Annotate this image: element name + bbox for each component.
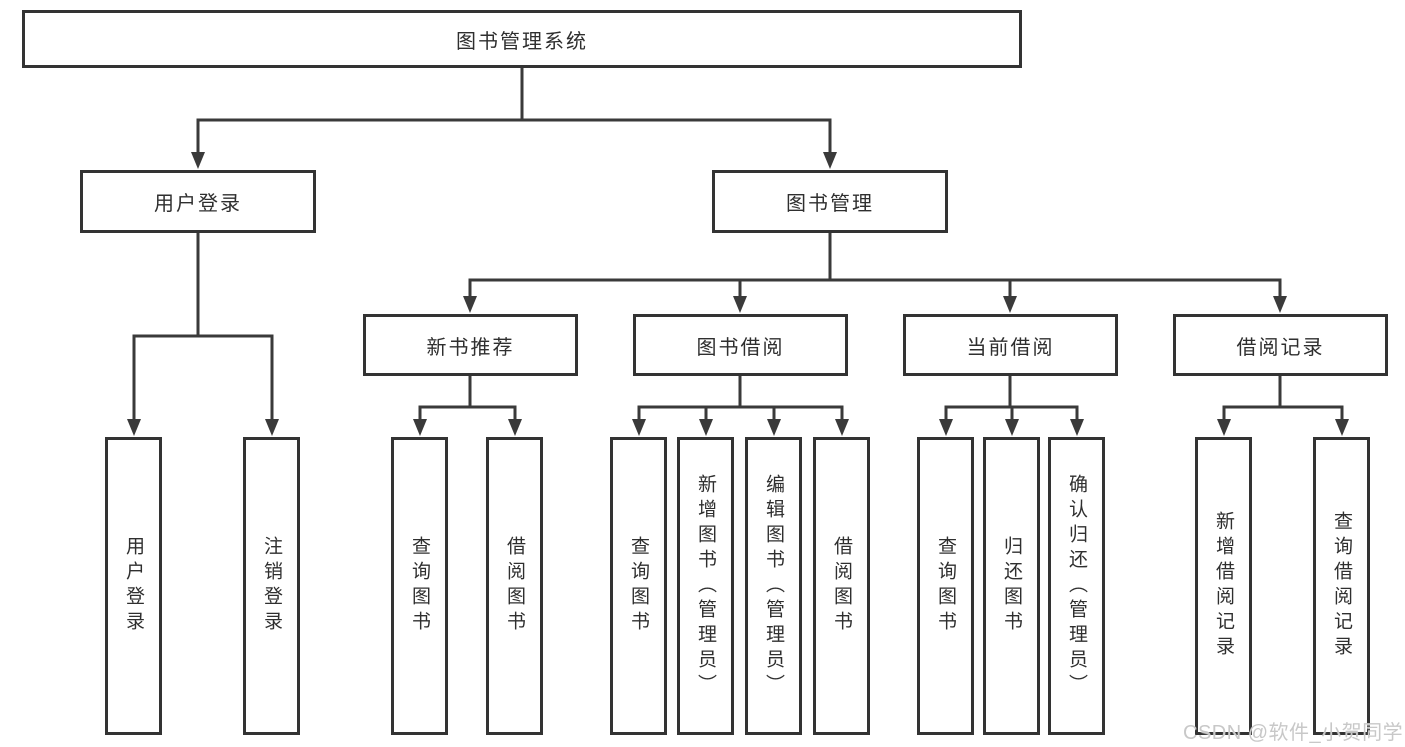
node-label: 归还图书 [1001,536,1022,636]
node-borrow-records: 借阅记录 [1173,314,1388,376]
leaf-return-books: 归还图书 [983,437,1040,735]
leaf-user-login: 用户登录 [105,437,162,735]
node-label: 查询图书 [935,536,956,636]
node-label: 用户登录 [154,193,242,215]
edges-current-borrow [939,376,1084,436]
edges-root [191,68,837,169]
node-label: 借阅记录 [1236,336,1325,359]
leaf-query-books-recommend: 查询图书 [391,437,448,735]
node-current-borrow: 当前借阅 [903,314,1118,376]
node-label: 当前借阅 [966,336,1055,359]
node-label: 借阅图书 [831,536,852,636]
csdn-watermark: CSDN @软件_小贺同学 [1183,722,1404,744]
edges-borrow-records [1217,376,1349,436]
edges-new-book-recommend [413,376,522,436]
node-label: 新书推荐 [426,336,515,359]
leaf-edit-books-admin: 编辑图书（管理员） [745,437,802,735]
node-label: 图书借阅 [696,336,785,359]
node-label: 借阅图书 [504,536,525,636]
node-book-borrow: 图书借阅 [633,314,848,376]
node-label: 新增借阅记录 [1213,511,1234,661]
leaf-confirm-return-admin: 确认归还（管理员） [1048,437,1105,735]
leaf-logout: 注销登录 [243,437,300,735]
edges-book-management [463,233,1287,313]
node-label: 查询图书 [409,536,430,636]
leaf-query-books-borrow: 查询图书 [610,437,667,735]
edges-book-borrow [632,376,849,436]
node-label: 用户登录 [123,536,144,636]
leaf-borrow-books: 借阅图书 [813,437,870,735]
node-label: 注销登录 [261,536,282,636]
node-label: 查询借阅记录 [1331,511,1352,661]
leaf-borrow-books-recommend: 借阅图书 [486,437,543,735]
node-book-management: 图书管理 [712,170,948,233]
node-user-login: 用户登录 [80,170,316,233]
node-label: 图书管理系统 [456,30,588,53]
node-label: 图书管理 [786,193,874,215]
node-label: 新增图书（管理员） [695,473,716,699]
leaf-query-books-current: 查询图书 [917,437,974,735]
node-new-book-recommend: 新书推荐 [363,314,578,376]
node-label: 编辑图书（管理员） [763,473,784,699]
node-label: 确认归还（管理员） [1066,473,1087,699]
node-label: 查询图书 [628,536,649,636]
edges-user-login [127,233,279,436]
leaf-query-borrow-record: 查询借阅记录 [1313,437,1370,735]
leaf-add-books-admin: 新增图书（管理员） [677,437,734,735]
node-root-library-system: 图书管理系统 [22,10,1022,68]
leaf-add-borrow-record: 新增借阅记录 [1195,437,1252,735]
